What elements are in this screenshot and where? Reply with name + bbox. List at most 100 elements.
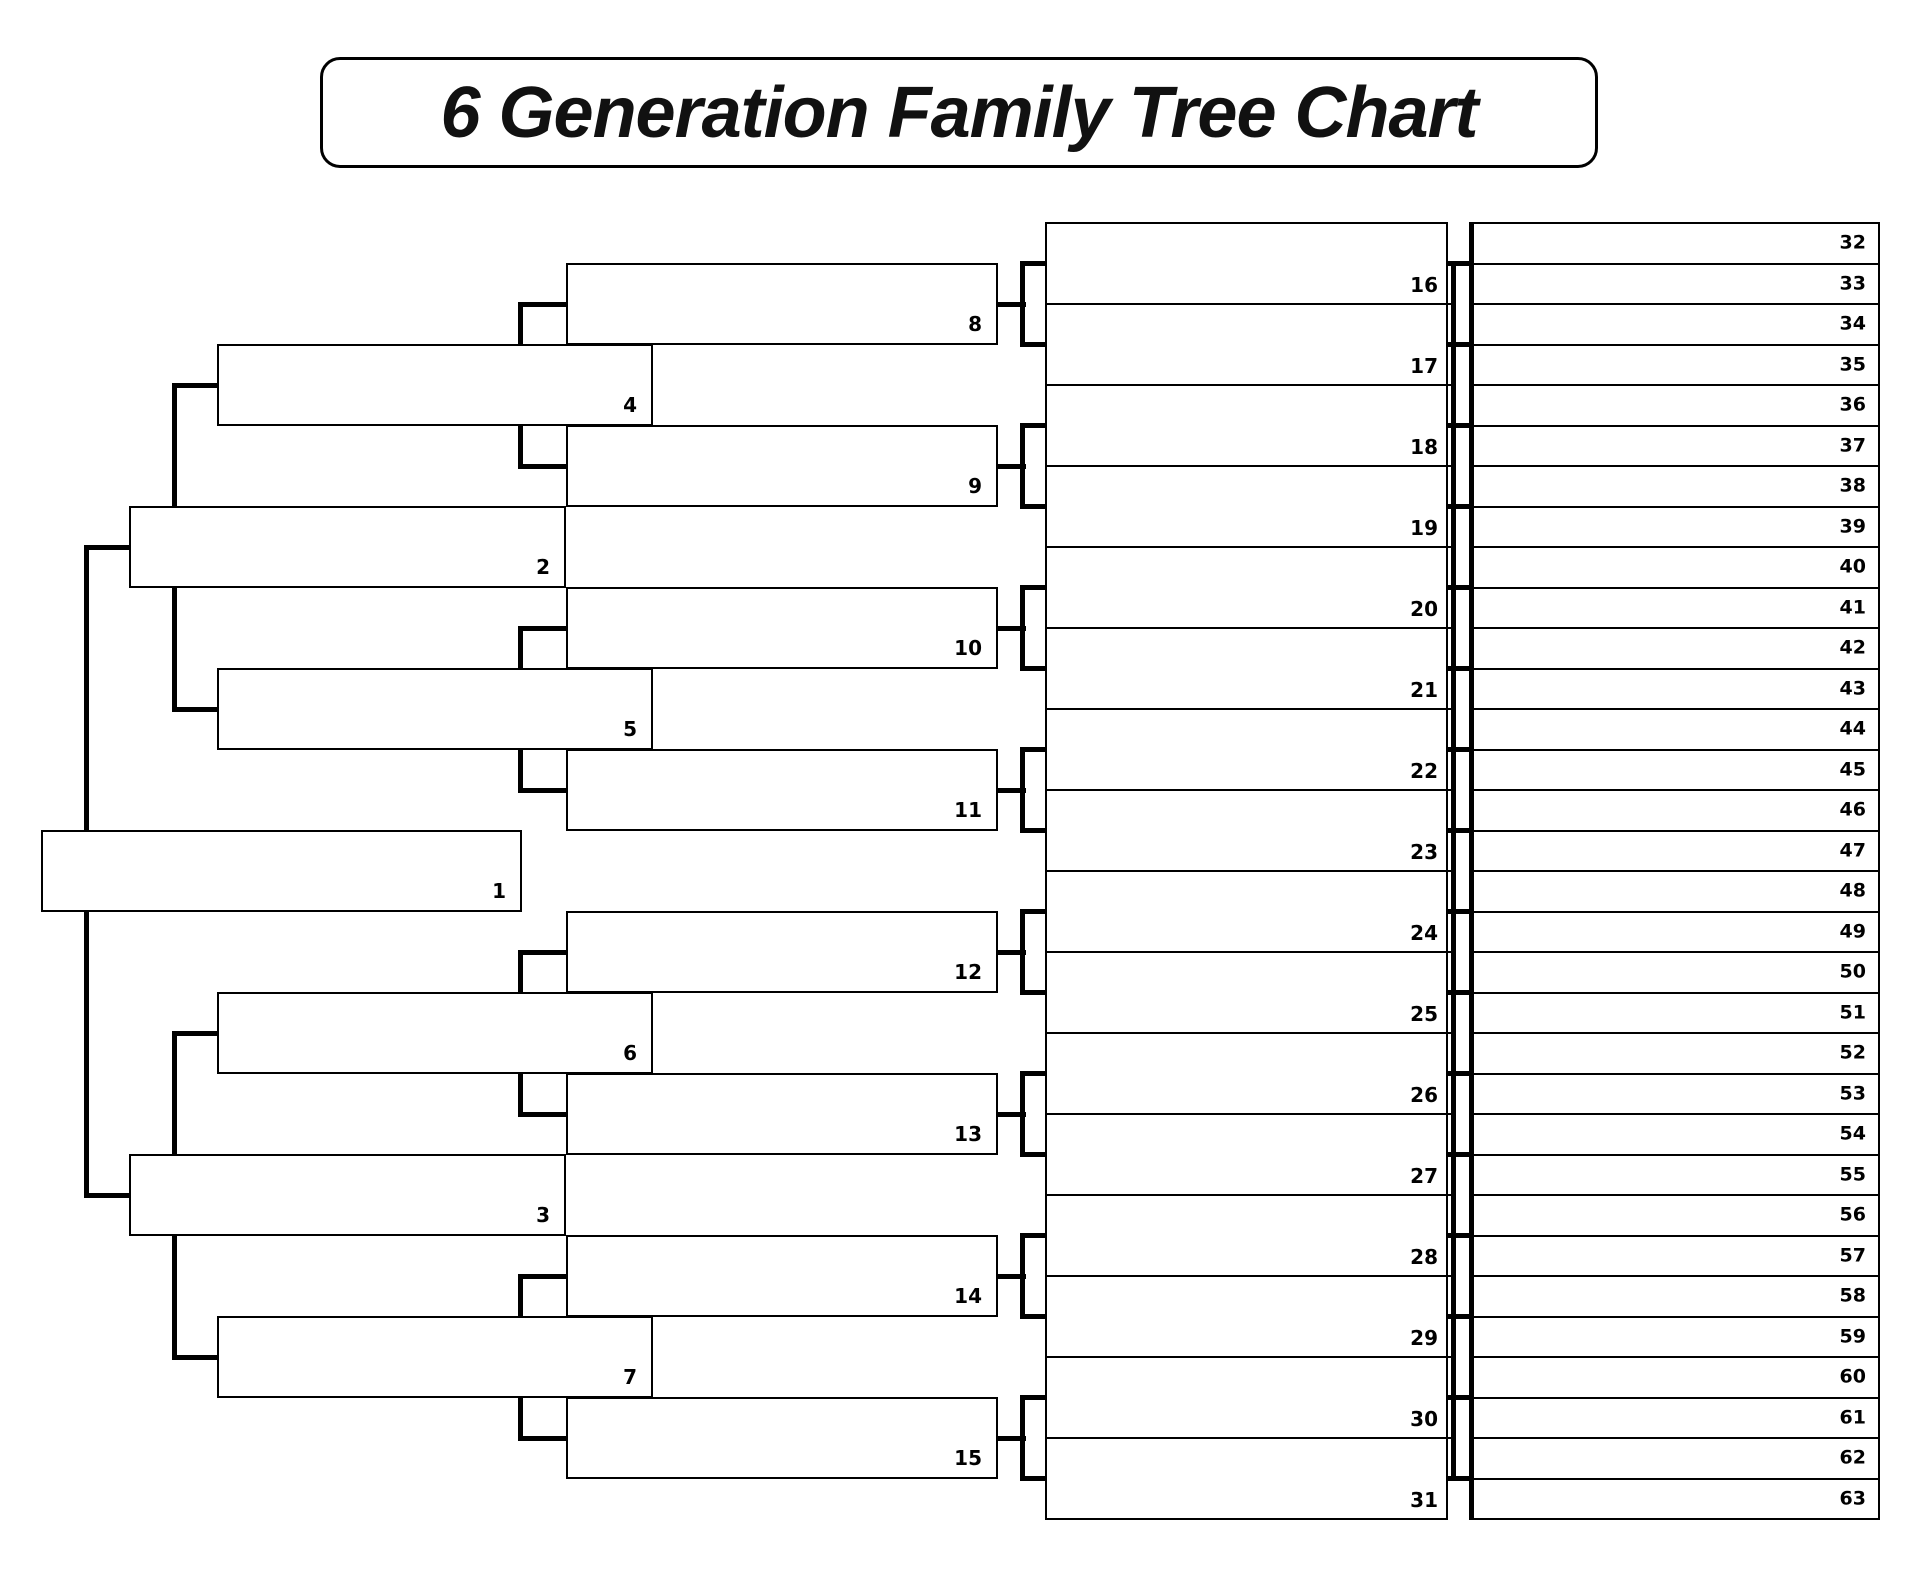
person-box-60[interactable]: 60	[1474, 1356, 1878, 1397]
person-box-34[interactable]: 34	[1474, 303, 1878, 344]
person-box-52[interactable]: 52	[1474, 1032, 1878, 1073]
person-box-32[interactable]: 32	[1474, 224, 1878, 263]
person-box-53[interactable]: 53	[1474, 1072, 1878, 1114]
connector-line	[171, 583, 177, 712]
person-box-33[interactable]: 33	[1474, 262, 1878, 304]
person-box-36[interactable]: 36	[1474, 384, 1878, 425]
connector-line	[1019, 1395, 1025, 1481]
person-box-30[interactable]: 30	[1047, 1356, 1446, 1437]
connector-line	[1446, 627, 1456, 629]
person-box-38[interactable]: 38	[1474, 465, 1878, 506]
person-box-25[interactable]: 25	[1047, 951, 1446, 1032]
person-box-40[interactable]: 40	[1474, 546, 1878, 587]
connector-line	[517, 463, 571, 469]
person-number: 3	[536, 1203, 550, 1227]
person-box-18[interactable]: 18	[1047, 384, 1446, 465]
connector-line	[995, 463, 1026, 469]
person-box-55[interactable]: 55	[1474, 1153, 1878, 1195]
person-box-11[interactable]: 11	[566, 749, 998, 831]
person-box-39[interactable]: 39	[1474, 505, 1878, 547]
person-box-27[interactable]: 27	[1047, 1113, 1446, 1194]
person-number: 18	[1410, 435, 1438, 459]
person-box-14[interactable]: 14	[566, 1235, 998, 1317]
person-box-51[interactable]: 51	[1474, 991, 1878, 1033]
person-number: 7	[623, 1365, 637, 1389]
person-box-54[interactable]: 54	[1474, 1113, 1878, 1154]
person-box-63[interactable]: 63	[1474, 1477, 1878, 1519]
connector-line	[517, 625, 571, 631]
connector-line	[83, 908, 89, 1198]
person-number: 50	[1839, 960, 1866, 983]
person-box-9[interactable]: 9	[566, 425, 998, 507]
person-box-15[interactable]: 15	[566, 1397, 998, 1479]
person-box-24[interactable]: 24	[1047, 870, 1446, 951]
connector-line	[1019, 423, 1049, 428]
person-box-13[interactable]: 13	[566, 1073, 998, 1155]
person-number: 45	[1839, 758, 1866, 781]
person-number: 41	[1839, 596, 1866, 619]
person-box-37[interactable]: 37	[1474, 424, 1878, 466]
connector-line	[517, 301, 571, 307]
person-box-58[interactable]: 58	[1474, 1275, 1878, 1316]
person-box-46[interactable]: 46	[1474, 789, 1878, 830]
person-box-20[interactable]: 20	[1047, 546, 1446, 627]
person-box-8[interactable]: 8	[566, 263, 998, 345]
person-number: 23	[1410, 840, 1438, 864]
person-box-7[interactable]: 7	[217, 1316, 653, 1398]
person-number: 48	[1839, 879, 1866, 902]
person-box-50[interactable]: 50	[1474, 951, 1878, 992]
person-box-4[interactable]: 4	[217, 344, 653, 426]
person-box-48[interactable]: 48	[1474, 870, 1878, 911]
person-number: 54	[1839, 1122, 1866, 1145]
person-box-22[interactable]: 22	[1047, 708, 1446, 789]
person-box-3[interactable]: 3	[129, 1154, 566, 1236]
person-number: 39	[1839, 515, 1866, 538]
person-box-56[interactable]: 56	[1474, 1194, 1878, 1235]
person-box-42[interactable]: 42	[1474, 627, 1878, 668]
person-box-59[interactable]: 59	[1474, 1315, 1878, 1357]
person-box-57[interactable]: 57	[1474, 1234, 1878, 1276]
person-box-6[interactable]: 6	[217, 992, 653, 1074]
person-box-5[interactable]: 5	[217, 668, 653, 750]
person-box-35[interactable]: 35	[1474, 343, 1878, 385]
connector-line	[1446, 1194, 1456, 1196]
person-box-45[interactable]: 45	[1474, 748, 1878, 790]
connector-line	[995, 1273, 1026, 1279]
connector-line	[1019, 666, 1049, 671]
person-box-61[interactable]: 61	[1474, 1396, 1878, 1438]
person-box-10[interactable]: 10	[566, 587, 998, 669]
person-box-23[interactable]: 23	[1047, 789, 1446, 870]
person-box-29[interactable]: 29	[1047, 1275, 1446, 1356]
person-number: 9	[968, 474, 982, 498]
person-box-31[interactable]: 31	[1047, 1437, 1446, 1518]
person-box-41[interactable]: 41	[1474, 586, 1878, 628]
person-box-1[interactable]: 1	[41, 830, 522, 912]
person-number: 44	[1839, 717, 1866, 740]
connector-line	[1446, 303, 1456, 305]
person-box-47[interactable]: 47	[1474, 829, 1878, 871]
person-box-49[interactable]: 49	[1474, 910, 1878, 952]
person-box-26[interactable]: 26	[1047, 1032, 1446, 1113]
person-number: 2	[536, 555, 550, 579]
connector-line	[171, 1030, 222, 1036]
person-number: 43	[1839, 677, 1866, 700]
person-number: 49	[1839, 920, 1866, 943]
person-box-43[interactable]: 43	[1474, 667, 1878, 709]
connector-line	[1446, 708, 1456, 710]
person-number: 13	[954, 1122, 982, 1146]
person-box-21[interactable]: 21	[1047, 627, 1446, 708]
connector-line	[1445, 1233, 1474, 1238]
connector-line	[517, 1069, 523, 1117]
person-box-16[interactable]: 16	[1047, 224, 1446, 303]
person-box-28[interactable]: 28	[1047, 1194, 1446, 1275]
connector-line	[1446, 1113, 1456, 1115]
person-box-12[interactable]: 12	[566, 911, 998, 993]
person-box-2[interactable]: 2	[129, 506, 566, 588]
person-box-19[interactable]: 19	[1047, 465, 1446, 546]
person-box-62[interactable]: 62	[1474, 1437, 1878, 1478]
person-box-44[interactable]: 44	[1474, 708, 1878, 749]
connector-line	[517, 1111, 571, 1117]
person-number: 27	[1410, 1164, 1438, 1188]
person-box-17[interactable]: 17	[1047, 303, 1446, 384]
